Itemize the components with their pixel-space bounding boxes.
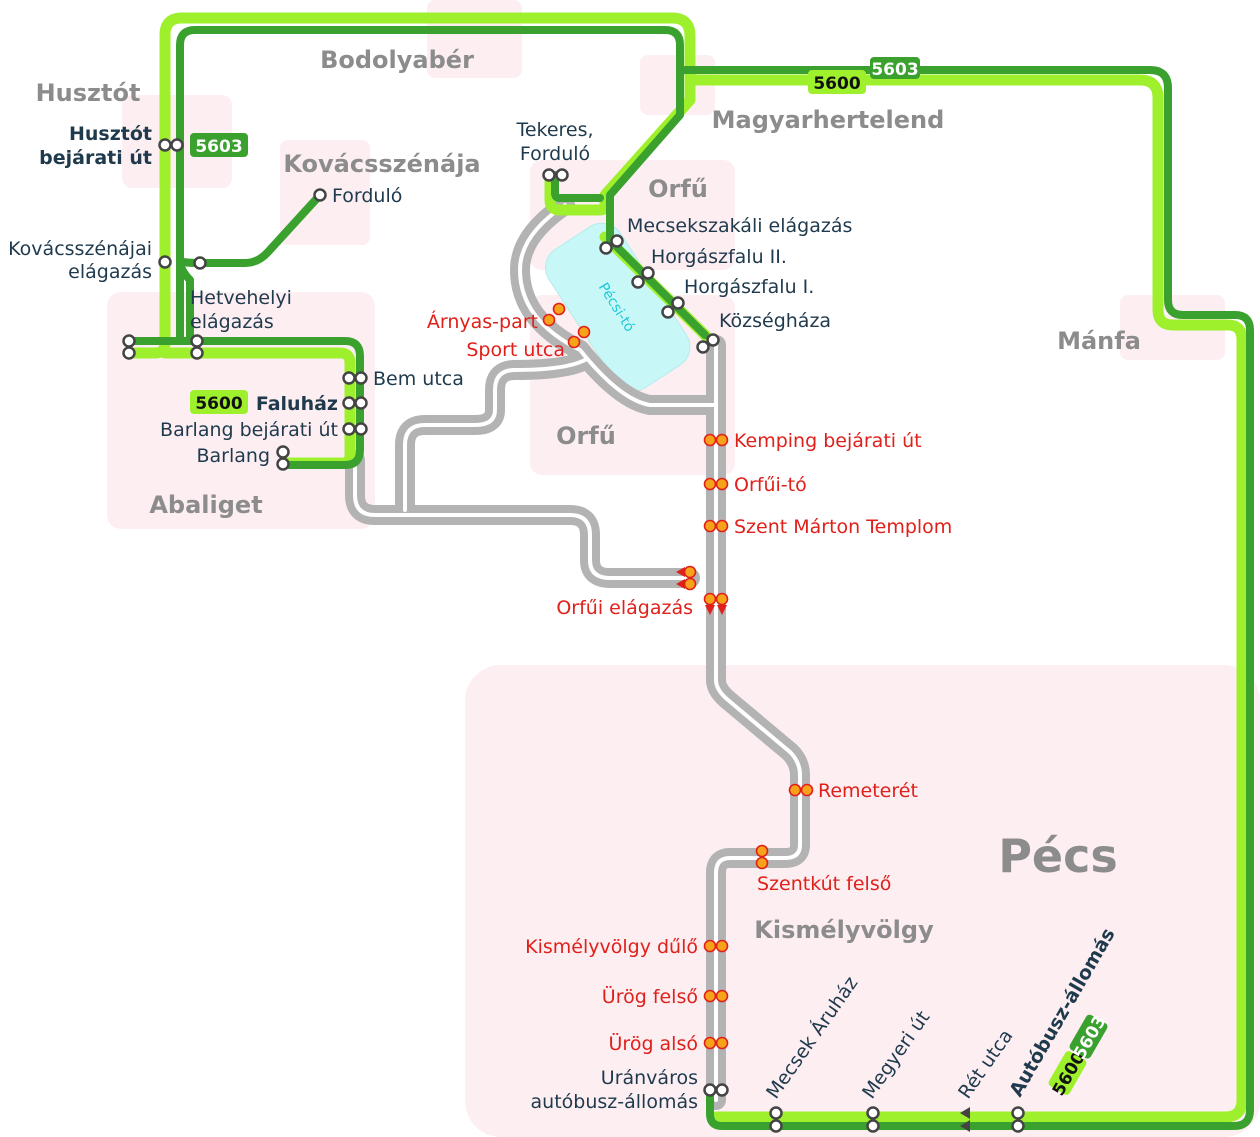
stop-urog-felso: Ürög felső	[602, 985, 698, 1008]
stop-tekeres-1: Tekeres,	[515, 119, 593, 141]
svg-text:5603: 5603	[871, 60, 918, 80]
stop-husztot-bejarati-1: Husztót	[69, 123, 152, 145]
stop-fordulo: Forduló	[332, 185, 402, 207]
town-magyarhertelend: Magyarhertelend	[712, 106, 945, 134]
town-orfu-north: Orfű	[648, 175, 708, 203]
stop-szent-marton: Szent Márton Templom	[734, 516, 952, 538]
stop-horgaszfalu2: Horgászfalu II.	[651, 246, 787, 268]
badge-5603-husztot: 5603	[190, 133, 248, 157]
town-labels: Bodolyabér Husztót Kovácsszénája Orfű Ma…	[36, 46, 1141, 944]
town-kismelyvolgy: Kismélyvölgy	[754, 916, 934, 944]
stop-sport: Sport utca	[466, 339, 565, 361]
stop-kismely-dulo: Kismélyvölgy dűlő	[525, 936, 698, 958]
stop-kovacs-elag-1: Kovácsszénájai	[8, 238, 152, 260]
town-abaliget: Abaliget	[149, 491, 262, 519]
stop-urog-also: Ürög alsó	[609, 1032, 698, 1055]
town-orfu-south: Orfű	[556, 422, 616, 450]
stop-markers	[122, 138, 1025, 1133]
stop-orfui-to: Orfűi-tó	[734, 474, 807, 496]
stop-barlang: Barlang	[196, 445, 270, 467]
stop-uranvaros-1: Uránváros	[601, 1067, 698, 1089]
stop-kozseghaza: Községháza	[719, 310, 831, 332]
stop-tekeres-2: Forduló	[520, 143, 590, 165]
stop-orfui-elag: Orfűi elágazás	[556, 597, 693, 619]
badge-5600-top: 5600	[808, 70, 866, 94]
request-direction-arrows	[676, 567, 727, 615]
line-5600	[126, 26, 1254, 1130]
stop-hetvehelyi-2: elágazás	[190, 311, 274, 333]
town-manfa: Mánfa	[1057, 327, 1141, 355]
stop-uranvaros-2: autóbusz-állomás	[531, 1091, 698, 1113]
direction-arrows	[960, 1107, 970, 1132]
badge-5600-faluhaz: 5600	[190, 390, 248, 414]
svg-text:5600: 5600	[813, 74, 860, 94]
stop-kovacs-elag-2: elágazás	[68, 261, 152, 283]
request-stop-markers	[542, 302, 814, 1050]
stop-faluhaz: Faluház	[256, 393, 338, 415]
stop-remeteret: Remeterét	[818, 780, 918, 802]
stop-kemping: Kemping bejárati út	[734, 430, 922, 452]
town-pecs: Pécs	[998, 829, 1118, 883]
svg-text:5600: 5600	[195, 394, 242, 414]
badge-5603-top: 5603	[870, 57, 920, 80]
town-bodolyaber: Bodolyabér	[320, 46, 474, 74]
stop-barlang-bejarati: Barlang bejárati út	[160, 419, 338, 441]
stop-husztot-bejarati-2: bejárati út	[39, 147, 152, 169]
stop-arnyas: Árnyas-part	[427, 310, 538, 333]
town-husztot: Husztót	[36, 79, 141, 107]
stop-horgaszfalu1: Horgászfalu I.	[684, 276, 814, 298]
grey-lines	[345, 195, 810, 1110]
stop-bem: Bem utca	[373, 368, 464, 390]
stop-szentkut: Szentkút felső	[757, 873, 891, 895]
svg-text:5603: 5603	[195, 137, 242, 157]
town-kovacsszenaja: Kovácsszénája	[283, 150, 480, 178]
stop-hetvehelyi-1: Hetvehelyi	[190, 287, 292, 309]
stop-mecsekszakali: Mecsekszakáli elágazás	[627, 215, 852, 237]
